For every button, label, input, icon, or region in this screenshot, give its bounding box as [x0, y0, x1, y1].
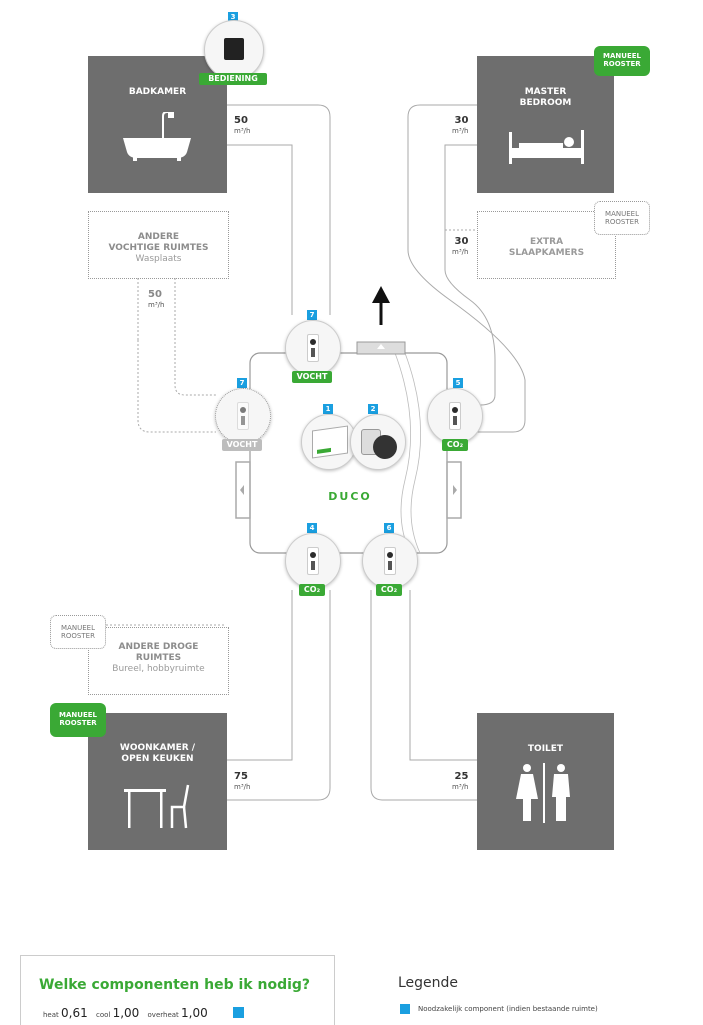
room-droge-sub: Bureel, hobbyruimte — [112, 664, 205, 674]
room-droge-label-2: RUIMTES — [135, 653, 182, 663]
room-extra-label-1: EXTRA — [529, 237, 564, 247]
room-badkamer-label: BADKAMER — [128, 87, 187, 97]
sensor-icon — [449, 402, 461, 430]
vocht-sensor-top[interactable] — [285, 320, 341, 376]
co2-sensor-woonkamer[interactable] — [285, 533, 341, 589]
co2-sensor-master[interactable] — [427, 388, 483, 444]
badge-co2-master: CO₂ — [442, 439, 468, 451]
bediening-component[interactable] — [204, 20, 264, 80]
ventilation-unit-component[interactable] — [301, 414, 357, 470]
efficiency-row: heat 0,61 cool 1,00 overheat 1,00 — [43, 1006, 208, 1020]
heat-label: heat — [43, 1011, 59, 1019]
room-master-bedroom: MASTER BEDROOM — [477, 56, 614, 193]
component-number-1: 1 — [323, 404, 333, 414]
vocht-sensor-left[interactable] — [215, 388, 271, 444]
room-toilet: TOILET — [477, 713, 614, 850]
rooster-line2: ROOSTER — [605, 218, 639, 226]
badge-co2-toilet: CO₂ — [376, 584, 402, 596]
badge-vocht-left: VOCHT — [222, 439, 262, 451]
legend-item: Noodzakelijk component (indien bestaande… — [418, 1005, 598, 1013]
room-toilet-label: TOILET — [527, 744, 564, 754]
component-number-7-left: 7 — [237, 378, 247, 388]
component-number-4: 4 — [307, 523, 317, 533]
rooster-line1: MANUEEL — [61, 624, 95, 632]
blue-square-icon — [233, 1007, 244, 1018]
room-andere-droge: ANDERE DROGE RUIMTES Bureel, hobbyruimte — [88, 627, 229, 695]
room-woonkamer-label-1: WOONKAMER / — [119, 743, 196, 753]
unit-box-icon — [312, 425, 348, 459]
rooster-line2: ROOSTER — [59, 719, 97, 727]
room-woonkamer-label-2: OPEN KEUKEN — [121, 754, 194, 764]
room-master-label-1: MASTER — [524, 87, 567, 97]
rooster-line2: ROOSTER — [61, 632, 95, 640]
bathtub-icon — [123, 112, 191, 161]
component-number-2: 2 — [368, 404, 378, 414]
legend-blue-square-icon — [400, 1004, 410, 1014]
room-vochtige-label-2: VOCHTIGE RUIMTES — [108, 243, 209, 253]
table-chair-icon — [124, 784, 190, 829]
components-panel: Welke componenten heb ik nodig? heat 0,6… — [20, 955, 335, 1025]
rooster-line2: ROOSTER — [603, 60, 641, 68]
components-question: Welke componenten heb ik nodig? — [39, 977, 311, 993]
component-number-7-top: 7 — [307, 310, 317, 320]
sensor-icon — [307, 334, 319, 362]
co2-sensor-toilet[interactable] — [362, 533, 418, 589]
room-andere-vochtige: ANDERE VOCHTIGE RUIMTES Wasplaats — [88, 211, 229, 279]
toilet-people-icon — [516, 763, 570, 823]
room-vochtige-label-1: ANDERE — [137, 232, 180, 242]
badge-vocht-top: VOCHT — [292, 371, 332, 383]
legend-title: Legende — [398, 975, 459, 991]
cool-label: cool — [95, 1011, 111, 1019]
room-master-label-2: BEDROOM — [519, 98, 572, 108]
overheat-label: overheat — [147, 1011, 179, 1019]
room-extra-label-2: SLAAPKAMERS — [508, 248, 585, 258]
sensor-icon — [307, 547, 319, 575]
sensor-icon — [384, 547, 396, 575]
heat-value: 0,61 — [61, 1006, 88, 1020]
overheat-value: 1,00 — [181, 1006, 208, 1020]
valves-component[interactable] — [350, 414, 406, 470]
rooster-line1: MANUEEL — [603, 52, 641, 60]
room-extra-slaapkamers: EXTRA SLAAPKAMERS — [477, 211, 616, 279]
bed-icon — [509, 130, 584, 164]
component-number-6: 6 — [384, 523, 394, 533]
cool-value: 1,00 — [112, 1006, 140, 1020]
rooster-line1: MANUEEL — [605, 210, 639, 218]
rooster-line1: MANUEEL — [59, 711, 97, 719]
room-droge-label-1: ANDERE DROGE — [118, 642, 199, 652]
component-number-5: 5 — [453, 378, 463, 388]
badge-bediening: BEDIENING — [199, 73, 267, 85]
valve-icon — [373, 435, 397, 459]
control-panel-icon — [224, 38, 244, 60]
component-number-3: 3 — [228, 12, 238, 22]
duco-logo: DUCO — [328, 490, 372, 503]
room-woonkamer: WOONKAMER / OPEN KEUKEN — [88, 713, 227, 850]
sensor-icon — [237, 402, 249, 430]
room-vochtige-sub: Wasplaats — [135, 254, 182, 264]
badge-co2-woonkamer: CO₂ — [299, 584, 325, 596]
